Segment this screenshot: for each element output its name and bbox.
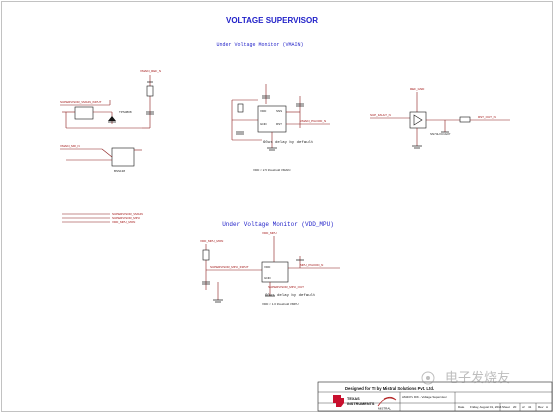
section-title-vmain: Under Voltage Monitor (VMAIN): [216, 42, 303, 48]
net-label-mpu-supply: VDD_MPU: [262, 231, 277, 235]
delay-note-vmain: 60us delay by default: [263, 140, 313, 145]
mistral-logo-icon: [377, 396, 397, 407]
resistor-r3: [459, 116, 471, 123]
watermark: 电子发烧友: [421, 370, 510, 386]
partner-name: MISTRAL: [378, 407, 391, 411]
ic-logic-gate: [409, 111, 427, 129]
spec-note-vdd-mpu: VDD < 1.0 threshold VMPU: [262, 302, 299, 306]
of-value: 41: [528, 405, 532, 409]
resistor-r1: [146, 85, 154, 97]
reset-output-block: REF_GND SUP_FAULT_N SN74LVC1G07 RST_OUT_…: [370, 87, 510, 149]
delay-note-vdd-mpu: 60us delay by default: [265, 293, 315, 298]
ic-supervisor-u2: [257, 105, 287, 133]
sheet-label: Sheet: [502, 405, 510, 409]
pin-label-u4-vdd: VDD: [264, 265, 271, 269]
net-label-pgood: VMAIN_PGOOD_N: [300, 119, 326, 123]
ti-logo-icon: [333, 395, 344, 407]
resistor-r4: [202, 249, 210, 261]
date-value: Friday, August 01, 2014: [470, 405, 502, 409]
title-block-designer: Designed for TI by Mistral Solutions Pvt…: [345, 386, 434, 391]
vmain-supervisor-block: VDD GND SNS RST VMAIN_PGOOD_N 60us delay…: [231, 84, 330, 172]
spec-note-vmain: VDD < 2.5 threshold VMAIN: [253, 168, 290, 172]
watermark-text: 电子发烧友: [445, 370, 510, 386]
buffer-symbol: [413, 114, 423, 126]
diode-d1: [108, 116, 116, 121]
part-label-u1: TPS3808: [119, 110, 132, 114]
net-reference-block: SUPERVISOR_VMAIN SUPERVISOR_MPU VDD_MPU_…: [62, 212, 143, 224]
pin-label-vdd: VDD: [260, 109, 267, 113]
vdd-mpu-block: VDD_MPU_MON SUPERVISOR_MPU_INPUT VDD_MPU…: [200, 231, 340, 306]
doc-title: AM437x IDK - Voltage Supervisor: [402, 395, 447, 399]
pin-label-gnd: GND: [260, 122, 268, 126]
net-label-rst-out: RST_OUT_N: [478, 115, 496, 119]
net-label-mr: VMAIN_MR_N: [60, 144, 80, 148]
section-title-vdd-mpu: Under Voltage Monitor (VDD_MPU): [222, 221, 334, 228]
net-ref-3: VDD_MPU_MON: [112, 220, 135, 224]
title-block: Designed for TI by Mistral Solutions Pvt…: [317, 381, 553, 412]
net-ref-1: SUPERVISOR_VMAIN: [112, 212, 143, 216]
sheet-title: VOLTAGE SUPERVISOR: [226, 16, 318, 25]
company-name-line1: TEXAS: [347, 397, 360, 401]
date-label: Date: [458, 405, 465, 409]
company-name-line2: INSTRUMENTS: [347, 402, 375, 406]
net-label-mpu-in: SUPERVISOR_MPU_INPUT: [210, 265, 249, 269]
mosfet-q1: [111, 147, 135, 167]
net-label-ref-gnd: REF_GND: [410, 87, 425, 91]
net-label-sup-fault: SUP_FAULT_N: [370, 113, 391, 117]
ic-supervisor-u4: [261, 261, 289, 283]
pin-label-u4-gnd: GND: [264, 276, 272, 280]
vmain-input-block: SUPERVISOR_VMAIN_INPUT TPS3808 VMAIN_REF…: [60, 69, 161, 173]
ic-comparator: [74, 106, 94, 120]
net-ref-2: SUPERVISOR_MPU: [112, 216, 140, 220]
rev-value: A: [546, 405, 548, 409]
net-label-vmain-in: SUPERVISOR_VMAIN_INPUT: [60, 100, 102, 104]
resistor-r2: [237, 103, 244, 113]
part-label-u3: SN74LVC1G07: [430, 132, 451, 136]
net-label-vdd-mon: VDD_MPU_MON: [200, 239, 223, 243]
sheet-value: 20: [513, 405, 517, 409]
net-label-mpu-pg: MPU_PGOOD_N: [300, 263, 323, 267]
part-label-q1: BSS138: [114, 169, 125, 173]
title-block-frame: [317, 381, 553, 412]
net-label-ref: VMAIN_REF_N: [140, 69, 161, 73]
net-label-mpu-out: SUPERVISOR_MPU_OUT: [268, 285, 304, 289]
pin-label-reset: RST: [276, 122, 282, 126]
of-label: of: [522, 405, 525, 409]
pin-label-sense: SNS: [276, 109, 282, 113]
rev-label: Rev: [538, 405, 544, 409]
